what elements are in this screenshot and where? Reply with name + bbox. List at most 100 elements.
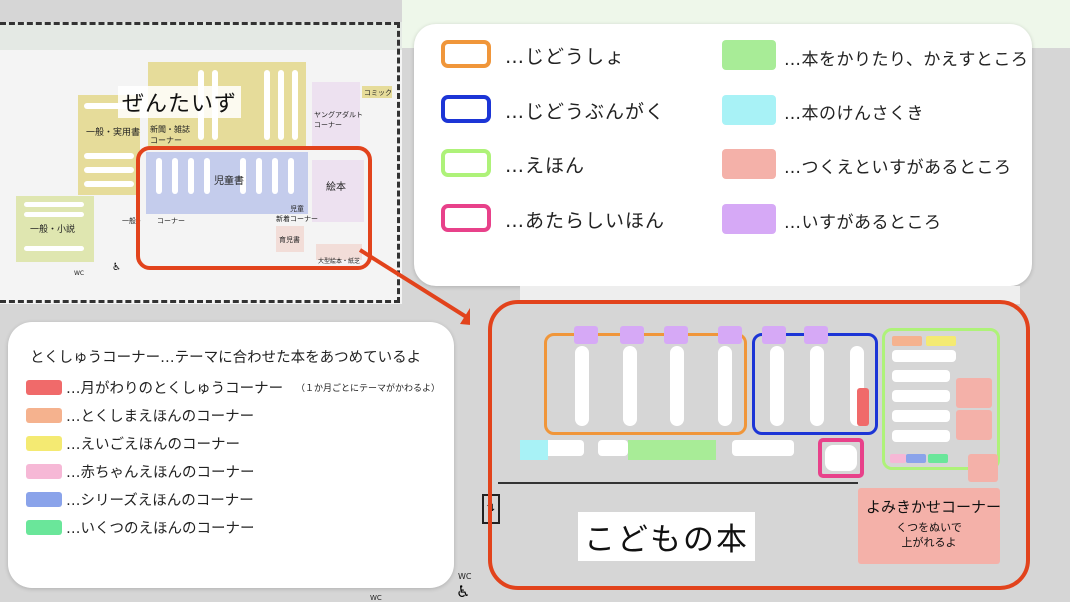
shelf-jidosho-2 xyxy=(623,346,637,426)
area-comic xyxy=(362,86,392,98)
legend-swatch-desk xyxy=(722,149,776,179)
legend-label-jidobungaku: …じどうぶんがく xyxy=(505,101,666,123)
legend-swatch-jidosho xyxy=(441,40,491,68)
legend-label-ehon: …えほん xyxy=(505,155,586,177)
chair-1 xyxy=(574,326,598,344)
overview-kodomo-highlight xyxy=(136,146,372,270)
shelf-jidosho-3 xyxy=(670,346,684,426)
desk-1 xyxy=(956,378,992,408)
chair-2 xyxy=(620,326,644,344)
area-ogata xyxy=(316,244,362,260)
area-jidosho xyxy=(146,152,308,214)
area-ehon xyxy=(312,160,364,222)
wheelchair-icon: ♿ xyxy=(456,582,471,601)
counter-right xyxy=(732,440,794,456)
label-jidosho: 児童書 xyxy=(214,176,244,187)
legend-label-chair: …いすがあるところ xyxy=(784,213,942,233)
ehon-shelf-3 xyxy=(892,390,950,402)
legend-swatch-ehon xyxy=(441,149,491,177)
zone-jidosho xyxy=(544,333,747,435)
ikutsu-marker xyxy=(928,454,948,463)
wheelchair-icon-small: ♿ xyxy=(112,262,121,273)
legend-swatch-atarashii xyxy=(441,204,491,232)
baby-marker xyxy=(890,454,906,463)
tokushu-swatch-baby xyxy=(26,464,62,479)
ehon-shelf-1 xyxy=(892,350,956,362)
legend-swatch-checkout xyxy=(722,40,776,70)
tokushu-card: とくしゅうコーナー…テーマに合わせた本をあつめているよ …月がわりのとくしゅうコ… xyxy=(8,322,454,588)
overview-map: 一般・実用書 新聞・雑誌 コーナー ヤングアダルト コーナー コミック 一般・小… xyxy=(0,0,402,304)
label-shinbun: 新聞・雑誌 コーナー xyxy=(150,125,190,145)
tokushu-swatch-tokushima xyxy=(26,408,62,423)
legend-swatch-chair xyxy=(722,204,776,234)
search-terminal xyxy=(520,440,548,460)
legend-label-checkout: …本をかりたり、かえすところ xyxy=(784,50,1029,70)
shelf-bungaku-1 xyxy=(770,346,784,426)
shelf-jidosho-4 xyxy=(718,346,732,426)
tokushu-label-baby: …赤ちゃんえほんのコーナー xyxy=(66,465,255,481)
detail-kodomo-highlight xyxy=(488,300,1030,590)
legend-label-search: …本のけんさくき xyxy=(784,104,924,124)
detail-wc-label: WC xyxy=(458,572,472,581)
detail-wall xyxy=(498,482,858,484)
label-ippan-corner: 一般・ コーナー xyxy=(122,217,185,225)
tokushu-swatch-monthly xyxy=(26,380,62,395)
overview-border xyxy=(0,22,400,303)
shelf-bungaku-2 xyxy=(810,346,824,426)
tokushu-label-monthly: …月がわりのとくしゅうコーナー xyxy=(66,381,284,397)
legend-card: …じどうしょ …じどうぶんがく …えほん …あたらしいほん …本をかりたり、かえ… xyxy=(414,24,1032,286)
label-comic: コミック xyxy=(364,89,392,97)
tokushu-note-monthly: （１か月ごとにテーマがかわるよ） xyxy=(296,384,441,394)
tokushu-swatch-series xyxy=(26,492,62,507)
overview-top-band xyxy=(0,22,402,50)
shelf-jidosho-1 xyxy=(575,346,589,426)
tokushu-swatch-english xyxy=(26,436,62,451)
area-young xyxy=(312,82,360,148)
english-marker xyxy=(926,336,956,346)
floor-white-band xyxy=(520,286,1020,304)
tokushu-title: とくしゅうコーナー…テーマに合わせた本をあつめているよ xyxy=(30,350,422,366)
label-ippan-jitsuyo: 一般・実用書 xyxy=(86,128,141,138)
series-marker xyxy=(906,454,926,463)
overview-title: ぜんたいず xyxy=(118,86,242,118)
monthly-corner-marker xyxy=(857,388,869,426)
chair-3 xyxy=(664,326,688,344)
checkout-counter xyxy=(628,440,716,460)
yomikikase-note: くつをぬいで 上がれるよ xyxy=(896,521,962,549)
tokushu-label-tokushima: …とくしまえほんのコーナー xyxy=(66,409,255,425)
label-ippan-shosetsu: 一般・小説 xyxy=(30,225,76,235)
zone-ehon xyxy=(882,328,1000,470)
tokushu-label-series: …シリーズえほんのコーナー xyxy=(66,493,254,509)
area-ippan-shosetsu xyxy=(16,196,94,262)
label-jido-shinchaku: 児童 新着コーナー xyxy=(276,205,318,223)
ehon-shelf-5 xyxy=(892,430,950,442)
chair-6 xyxy=(804,326,828,344)
label-ikuji: 育児書 xyxy=(279,236,300,244)
desk-3 xyxy=(968,454,998,482)
yomikikase-corner xyxy=(858,488,1000,564)
tokushu-swatch-ikutsu xyxy=(26,520,62,535)
legend-swatch-jidobungaku xyxy=(441,95,491,123)
label-young: ヤングアダルト コーナー xyxy=(314,111,363,129)
chair-5 xyxy=(762,326,786,344)
area-ikuji xyxy=(276,226,304,252)
new-books-table xyxy=(825,445,857,471)
tokushu-label-english: …えいごえほんのコーナー xyxy=(66,437,240,453)
tokushu-label-ikutsu: …いくつのえほんのコーナー xyxy=(66,521,255,537)
ehon-shelf-2 xyxy=(892,370,950,382)
legend-label-jidosho: …じどうしょ xyxy=(505,46,626,68)
label-overview-wc: WC xyxy=(74,270,85,277)
detail-wc-label-2: WC xyxy=(370,594,382,602)
desk-2 xyxy=(956,410,992,440)
chair-4 xyxy=(718,326,742,344)
counter-mid xyxy=(598,440,628,456)
legend-swatch-search xyxy=(722,95,776,125)
legend-label-desk: …つくえといすがあるところ xyxy=(784,158,1012,178)
legend-label-atarashii: …あたらしいほん xyxy=(505,210,666,232)
label-ehon: 絵本 xyxy=(326,182,346,193)
tokushima-marker xyxy=(892,336,922,346)
kodomo-title: こどもの本 xyxy=(578,512,755,561)
yomikikase-title: よみきかせコーナー xyxy=(866,498,1002,516)
label-ogata: 大型絵本・紙芝 xyxy=(318,258,361,265)
